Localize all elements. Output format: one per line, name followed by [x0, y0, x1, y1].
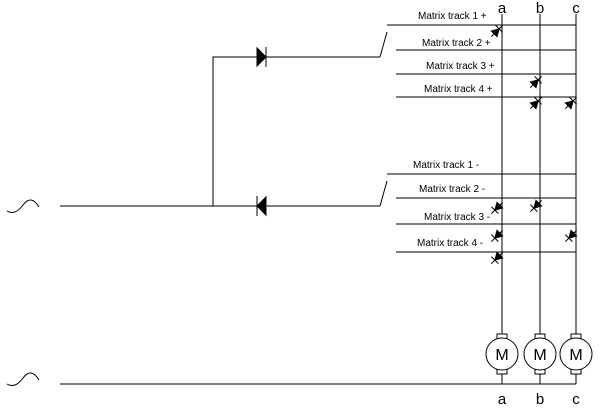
motor-b-label: M [533, 347, 546, 364]
column-a-top-label: a [498, 0, 507, 17]
track-plus-2-label: Matrix track 2 + [422, 38, 491, 49]
column-c-bottom-label: c [572, 391, 580, 408]
minus-selector-switch [379, 180, 388, 207]
plus-selector-switch [379, 31, 388, 58]
track-minus-3-label: Matrix track 3 - [424, 212, 490, 223]
ac-source-top-icon [6, 199, 40, 213]
crosspoint-diode-icon [490, 251, 504, 265]
crosspoint-diode-icon [529, 96, 543, 110]
branch-to-plus-diode [212, 56, 380, 206]
column-c-top-label: c [572, 0, 580, 17]
crosspoint-diode-icon [490, 201, 504, 215]
track-minus-2-label: Matrix track 2 - [419, 184, 485, 195]
motor-b-icon: M [523, 333, 557, 375]
crosspoint-diode-icon [490, 229, 504, 243]
crosspoint-diode-icon [529, 75, 543, 89]
crosspoint-diode-icon [564, 96, 578, 110]
track-plus-1-label: Matrix track 1 + [418, 11, 487, 22]
column-b-top-label: b [536, 0, 544, 17]
column-a-bottom-label: a [498, 391, 507, 408]
ac-source-bottom-icon [6, 372, 40, 386]
motor-a-icon: M [485, 333, 519, 375]
diode-plus-icon [256, 46, 267, 68]
track-minus-4-label: Matrix track 4 - [417, 238, 483, 249]
track-plus-4-label: Matrix track 4 + [424, 84, 493, 95]
motor-a-label: M [495, 347, 508, 364]
column-b-bottom-label: b [536, 391, 544, 408]
track-plus-3-label: Matrix track 3 + [426, 61, 495, 72]
track-minus-1-label: Matrix track 1 - [413, 160, 479, 171]
motor-c-icon: M [559, 333, 593, 375]
motor-c-label: M [569, 347, 582, 364]
crosspoint-diode-icon [564, 229, 578, 243]
diode-minus-icon [256, 195, 267, 217]
crosspoint-diode-icon [490, 24, 504, 38]
crosspoint-diode-icon [529, 199, 543, 213]
